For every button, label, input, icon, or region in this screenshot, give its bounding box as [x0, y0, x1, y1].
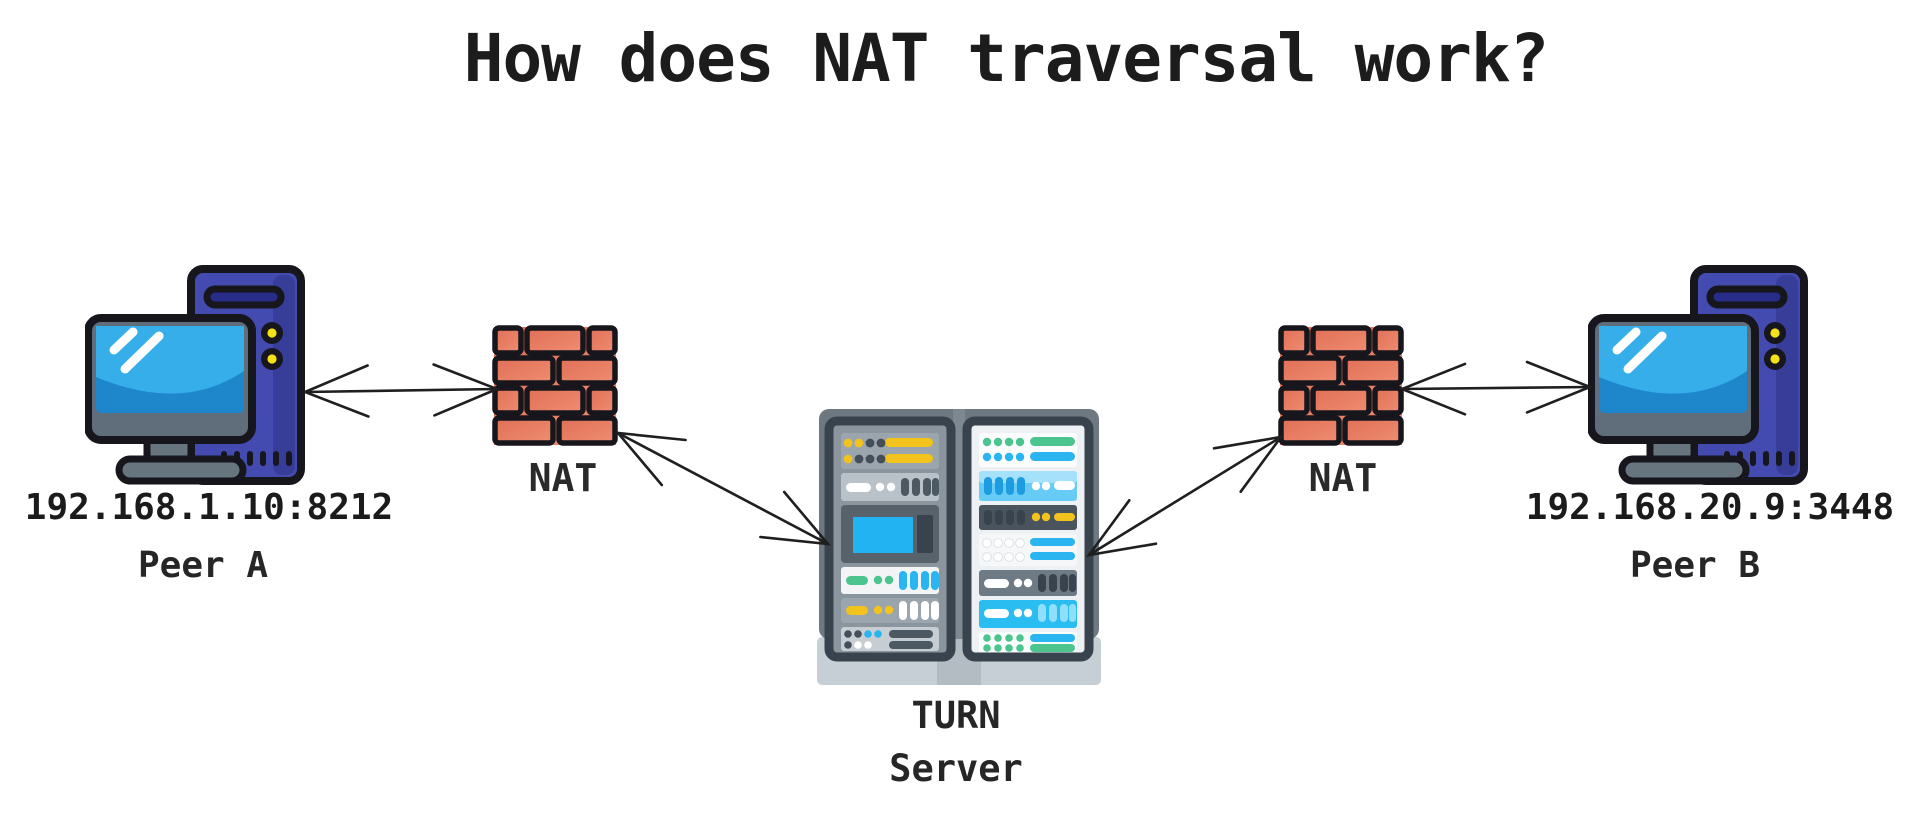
desktop-computer-icon: [85, 265, 305, 485]
double-arrow-peer-a-nat-left: [301, 363, 501, 418]
double-arrow-nat-left-turn-server: [614, 431, 832, 546]
peer-b-address: 192.168.20.9:3448: [1525, 487, 1895, 528]
double-arrow-turn-server-nat-right: [1086, 435, 1284, 557]
diagram-title: How does NAT traversal work?: [463, 20, 1550, 97]
peer-a-label: Peer A: [137, 545, 269, 586]
server-rack-icon: [817, 409, 1101, 685]
desktop-computer-icon: [1588, 265, 1808, 485]
turn-server-label-line2: Server: [889, 746, 1023, 790]
nat-right-label: NAT: [1308, 456, 1378, 500]
turn-server-label-line1: TURN: [911, 694, 1001, 737]
peer-a-address: 192.168.1.10:8212: [24, 487, 394, 528]
brick-wall-icon: [1278, 325, 1404, 447]
double-arrow-nat-right-peer-b: [1398, 360, 1594, 416]
turn-server-label: TURN Server: [889, 690, 1023, 795]
nat-left-label: NAT: [528, 456, 598, 500]
peer-b-label: Peer B: [1629, 545, 1761, 586]
brick-wall-icon: [492, 325, 618, 447]
